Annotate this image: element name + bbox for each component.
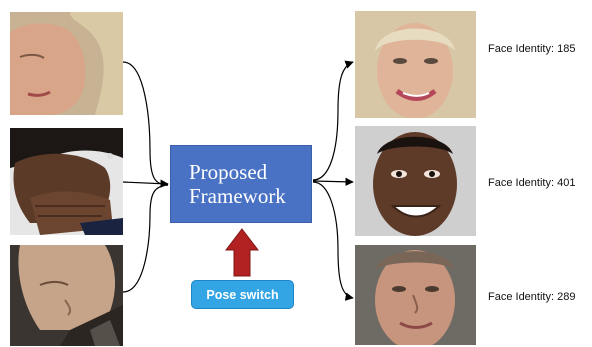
framework-title-line2: Framework (189, 184, 286, 208)
identity-label-2: Face Identity: 401 (488, 177, 576, 189)
output-connector-2 (312, 177, 354, 187)
output-connector-1 (312, 60, 354, 181)
up-arrow-icon (224, 228, 260, 277)
identity-label-1: Face Identity: 185 (488, 43, 576, 55)
input-connector-2 (122, 179, 169, 188)
input-connector-3 (122, 184, 169, 293)
face-looking-down-icon (10, 245, 123, 346)
pose-switch-button[interactable]: Pose switch (191, 280, 294, 309)
proposed-framework-box: Proposed Framework (170, 145, 312, 223)
input-connector-1 (122, 61, 169, 186)
face-downcast-hand-icon (10, 128, 123, 235)
face-side-profile-icon (10, 12, 123, 115)
output-connector-3 (312, 181, 354, 301)
identity-label-3: Face Identity: 289 (488, 291, 576, 303)
face-frontal-man-icon (355, 245, 476, 345)
face-frontal-smiling-icon (355, 126, 476, 236)
framework-title-line1: Proposed (189, 160, 268, 184)
face-frontal-blonde-icon (355, 11, 476, 118)
